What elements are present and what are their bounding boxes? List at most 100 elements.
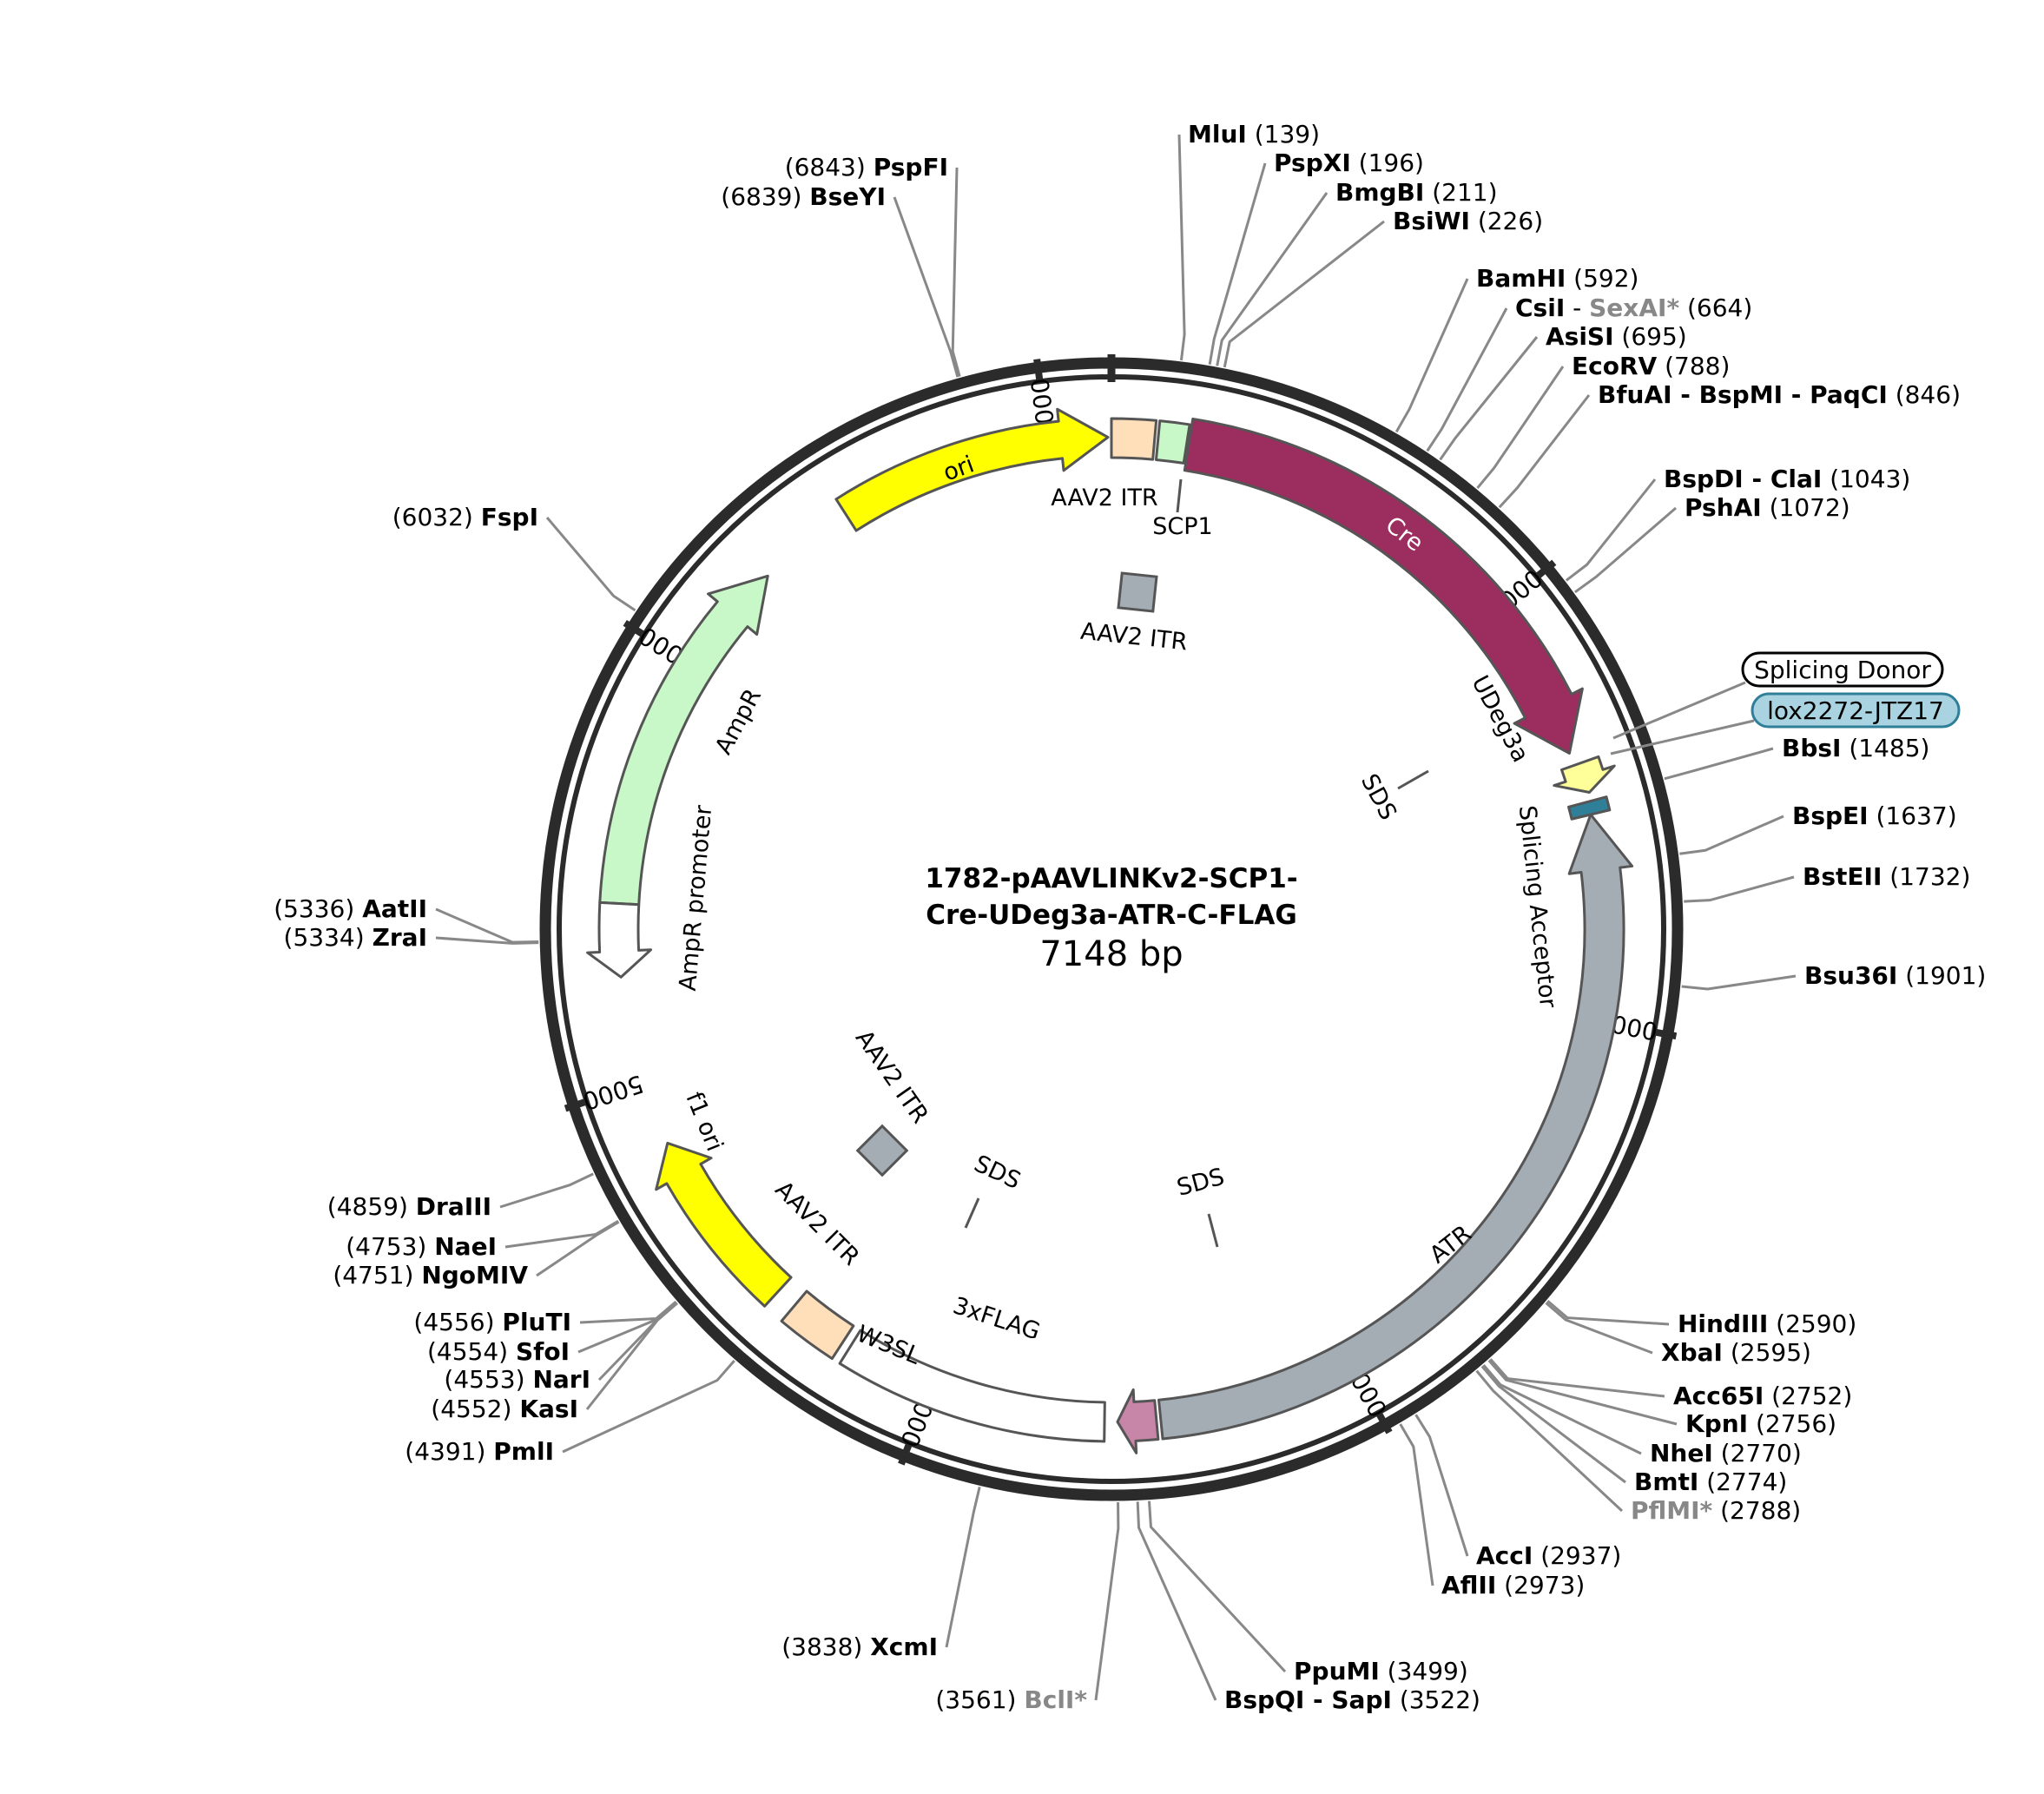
udeg3a-arrow [1553,755,1616,795]
enzyme-leader [504,1219,619,1249]
sds-mark-1 [1397,769,1429,790]
aav2-itr-square-1 [1117,571,1158,613]
aav2-itr-label-4: AAV2 ITR [769,1176,864,1270]
tick-mark [1033,359,1044,380]
enzyme-leader [1094,1501,1120,1701]
splicing-acceptor-label: Splicing Acceptor [1513,804,1561,1010]
tick-mark [564,1098,587,1112]
enzyme-label: (6839) BseYI [721,182,886,211]
enzyme-leader [579,1300,677,1324]
tick-mark [623,620,645,637]
enzyme-leader [1414,1414,1469,1557]
enzyme-leader [1498,394,1591,509]
enzyme-label: XbaI (2595) [1661,1338,1811,1367]
enzyme-leader [545,517,636,612]
tick-label: 5000 [579,1069,647,1116]
enzyme-leader [1487,1359,1678,1426]
enzyme-label: PpuMI (3499) [1294,1657,1468,1685]
enzyme-leader [435,907,539,944]
enzyme-leader [1136,1501,1217,1701]
flag-arrow [1116,1388,1160,1454]
enzyme-leader [536,1220,620,1277]
enzyme-label: AccI (2937) [1476,1541,1621,1570]
enzyme-leader [1177,134,1186,361]
enzyme-leader [1546,1299,1670,1326]
enzyme-label: BsiWI (226) [1393,207,1543,235]
enzyme-label: (4553) NarI [444,1365,590,1394]
enzyme-label: BspQI - SapI (3522) [1224,1685,1480,1714]
enzyme-labels: MluI (139)PspXI (196)BmgBI (211)BsiWI (2… [274,120,1986,1714]
w3sl-block [838,1329,1106,1443]
tick-mark [1535,559,1557,579]
aav2-itr-square-2 [855,1124,909,1177]
flag-label: 3xFLAG [950,1292,1044,1345]
enzyme-leader [1480,1365,1626,1484]
ampr-promoter-label: AmpR promoter [675,803,718,992]
enzyme-leader [945,1486,981,1648]
sds-mark-2 [1207,1213,1219,1248]
enzyme-label: BmgBI (211) [1335,178,1498,207]
enzyme-leader [1216,192,1329,366]
f1-ori-label: f1 ori [680,1088,728,1155]
lox-leader [1610,719,1755,755]
enzyme-label: PshAI (1072) [1685,493,1850,522]
enzyme-leader [1545,1302,1653,1355]
enzyme-leader [1476,366,1565,490]
ori-arrow [834,407,1110,532]
enzyme-label: (5334) ZraI [284,923,427,952]
enzyme-label: AsiSI (695) [1546,322,1687,351]
sds-label-1: SDS [1355,769,1401,824]
enzyme-label: AflII (2973) [1441,1571,1585,1599]
enzyme-label: KpnI (2756) [1685,1409,1836,1438]
enzyme-label: Acc65I (2752) [1673,1382,1852,1410]
aav2-itr-block-2 [780,1289,855,1361]
enzyme-leader [1399,1423,1434,1586]
enzyme-leader [1475,1369,1624,1513]
enzyme-leader [1489,1358,1665,1398]
enzyme-label: (6032) FspI [392,503,538,531]
enzyme-label: CsiI - SexAI* (664) [1515,294,1752,322]
enzyme-leader [1426,307,1508,452]
aav2-itr-label-2: AAV2 ITR [1079,618,1189,656]
lox-box: lox2272-JTZ17 [1751,692,1961,729]
aav2-itr-label-3: AAV2 ITR [850,1026,933,1129]
enzyme-label: BstEII (1732) [1803,862,1970,891]
ampr-arrow [598,574,769,907]
ampr-promoter-arrow [586,900,653,979]
enzyme-label: BamHI (592) [1476,264,1638,293]
plasmid-size: 7148 bp [1039,934,1183,974]
enzyme-label: (4391) PmlI [405,1437,554,1466]
enzyme-leader [1565,478,1657,582]
enzyme-leader [1439,336,1539,461]
enzyme-label: (3561) BclI* [935,1685,1087,1714]
enzyme-label: BfuAI - BspMI - PaqCI (846) [1598,380,1961,409]
feature-layer [586,407,1755,1454]
scp1-leader [1176,478,1183,513]
enzyme-label: (5336) AatII [274,894,427,923]
enzyme-label: (4751) NgoMIV [333,1261,528,1289]
enzyme-label: BmtI (2774) [1634,1468,1787,1496]
splicing-donor-leader [1612,681,1746,740]
enzyme-label: (4554) SfoI [427,1337,570,1366]
sds-label-3: SDS [970,1151,1025,1195]
enzyme-leader [562,1360,735,1454]
enzyme-leader [1208,162,1267,366]
enzyme-leader [1223,220,1385,368]
enzyme-label: PflMI* (2788) [1631,1496,1801,1525]
tick-mark [1655,1028,1678,1040]
enzyme-leader [1147,1500,1287,1673]
f1-ori-arrow [655,1141,793,1308]
enzyme-label: EcoRV (788) [1572,352,1730,380]
enzyme-label: BspDI - ClaI (1043) [1664,465,1910,493]
lox-text: lox2272-JTZ17 [1767,696,1944,725]
enzyme-label: (3838) XcmI [781,1632,938,1661]
cre-arrow [1183,417,1584,755]
enzyme-leader-lines [435,134,1797,1701]
enzyme-leader [1679,815,1784,855]
enzyme-label: PspXI (196) [1274,148,1424,177]
sds-mark-3 [964,1197,980,1229]
plasmid-name-line1: 1782-pAAVLINKv2-SCP1- [925,863,1297,894]
enzyme-label: (4552) KasI [431,1395,578,1423]
enzyme-label: BbsI (1485) [1782,734,1929,762]
